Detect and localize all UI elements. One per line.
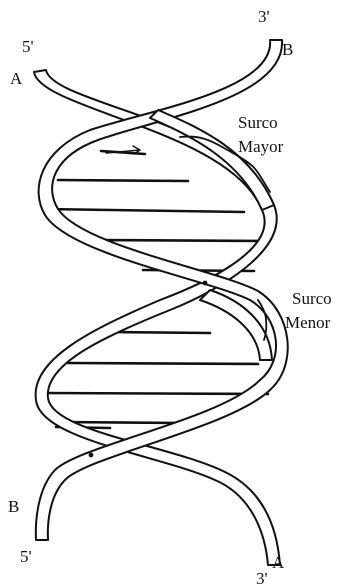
label-3prime-top-right: 3' <box>258 7 270 26</box>
label-5prime-bottom-left: 5' <box>20 547 32 566</box>
label-major-groove-line2: Mayor <box>238 137 284 156</box>
label-3prime-bottom-right: 3' <box>256 569 268 587</box>
base-pair <box>44 393 268 394</box>
bond-dot <box>89 453 94 458</box>
label-strand-a-bottom: A <box>272 553 285 572</box>
base-pair <box>68 363 258 364</box>
label-strand-b-bottom: B <box>8 497 19 516</box>
label-major-groove-line1: Surco <box>238 113 278 132</box>
label-strand-a-top: A <box>10 69 23 88</box>
base-pair <box>58 180 188 181</box>
bond-dot <box>203 281 208 286</box>
label-minor-groove-line1: Surco <box>292 289 332 308</box>
base-pair <box>112 332 210 333</box>
label-5prime-top-left: 5' <box>22 37 34 56</box>
label-strand-b-top: B <box>282 40 293 59</box>
base-pair <box>44 209 244 212</box>
base-pair <box>88 240 268 241</box>
label-minor-groove-line2: Menor <box>285 313 331 332</box>
